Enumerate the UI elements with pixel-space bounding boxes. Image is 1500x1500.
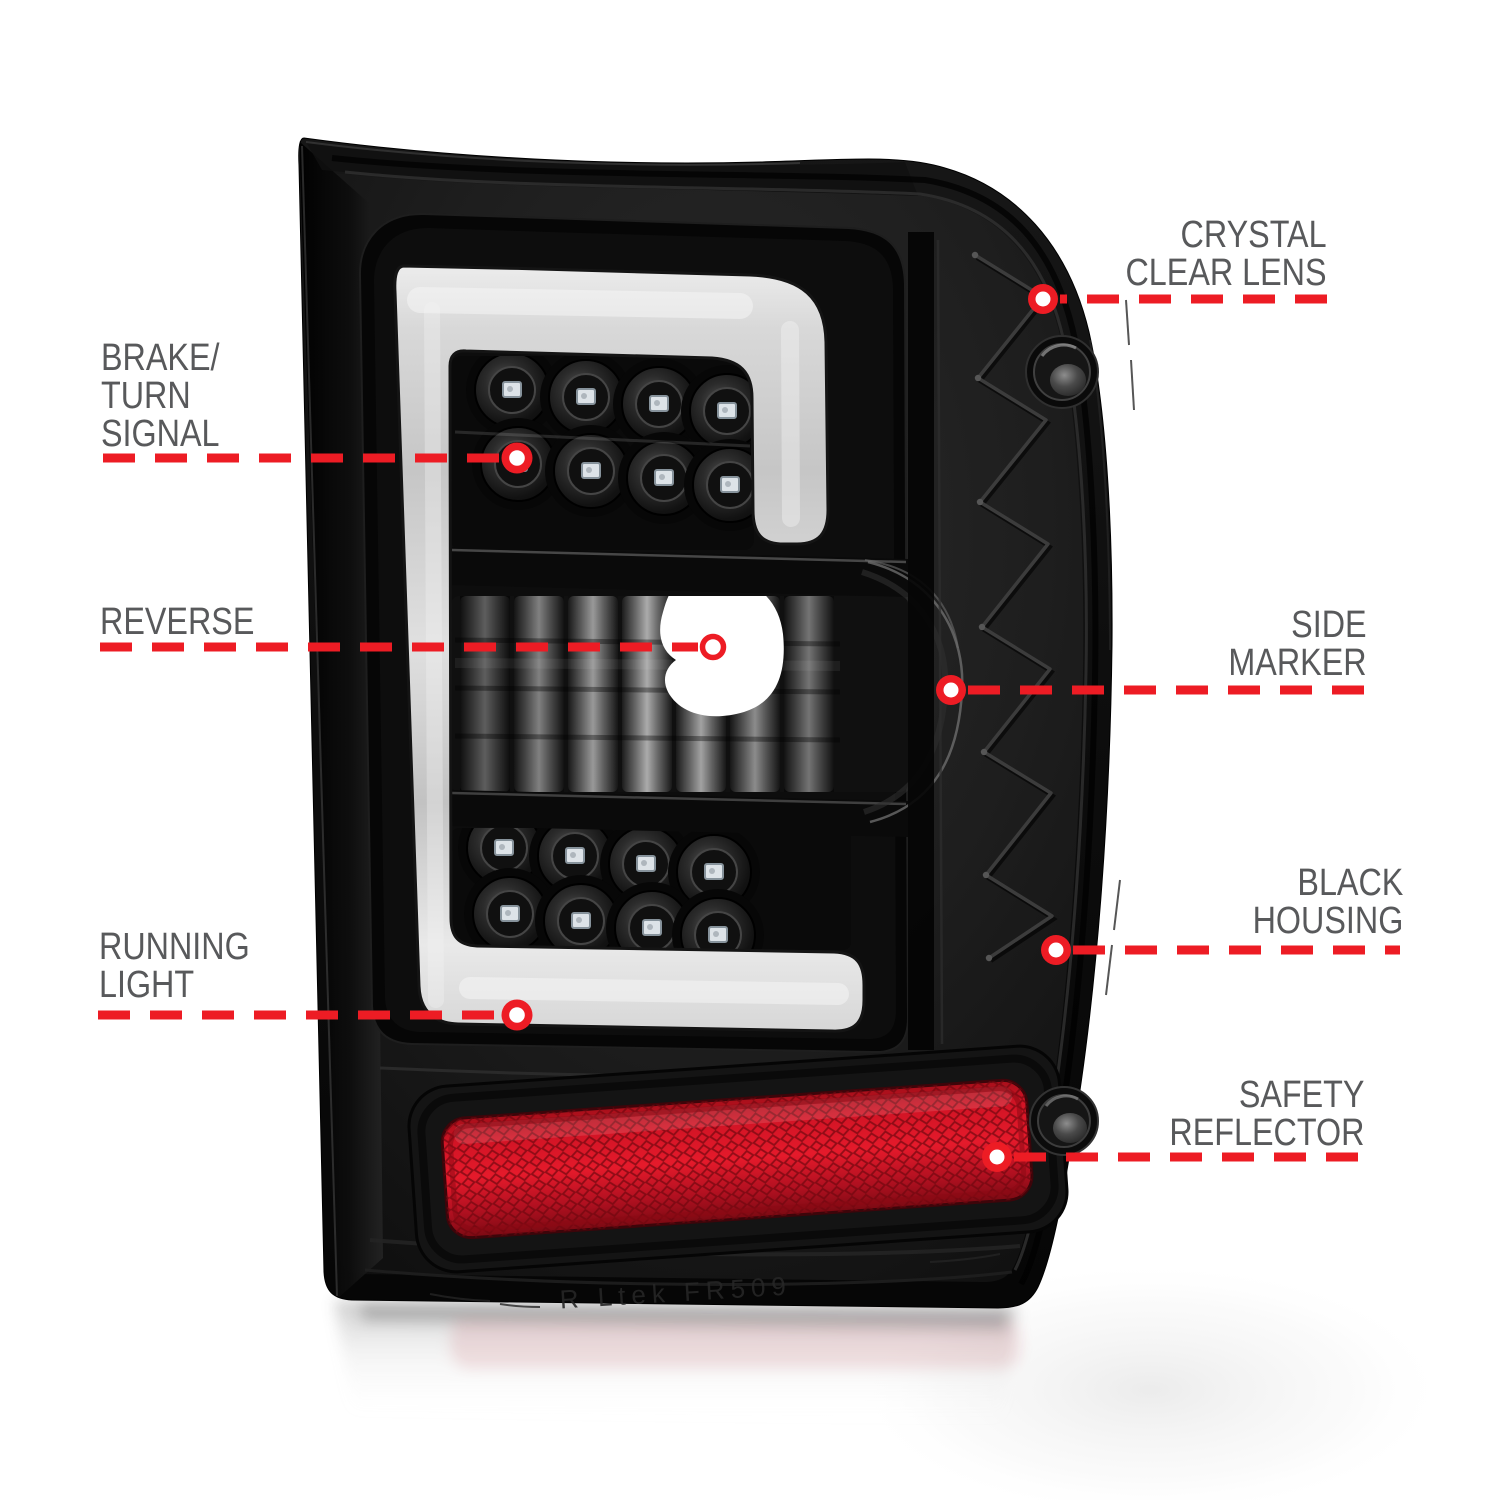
callout-dots [501, 284, 1071, 1172]
callout-dot-brake-turn-signal [501, 442, 533, 474]
reverse-light-section [451, 596, 908, 792]
callout-label-brake-turn-signal: BRAKE/ TURN SIGNAL [101, 339, 219, 453]
tail-light-photo: R Ltek FR509 [298, 137, 1135, 1315]
callout-label-line: BLACK [1297, 862, 1403, 904]
callout-label-crystal-clear-lens: CRYSTAL CLEAR LENS [1126, 216, 1327, 292]
callout-dot-black-housing [1041, 935, 1071, 965]
brake-led-cluster [451, 356, 754, 550]
callout-label-line: CLEAR LENS [1125, 252, 1327, 294]
callout-label-line: REVERSE [100, 601, 255, 643]
housing-top-groove [306, 142, 918, 196]
floor-reflection [334, 1300, 1020, 1424]
callout-label-line: SAFETY [1238, 1074, 1364, 1116]
molded-scratches [429, 1253, 1001, 1308]
callout-label-line: RUNNING [99, 926, 250, 968]
callout-dot-side-marker [936, 675, 966, 705]
callout-label-line: SIGNAL [101, 413, 220, 455]
callout-label-safety-reflector: SAFETY REFLECTOR [1169, 1076, 1364, 1152]
edge-highlight-top [305, 141, 801, 166]
callout-dot-crystal-clear-lens [1028, 284, 1058, 314]
callout-label-line: LIGHT [99, 964, 195, 1006]
callout-lines [98, 294, 1400, 1162]
edge-highlight-left [301, 145, 338, 1297]
callout-dot-safety-reflector [982, 1142, 1012, 1172]
callout-dot-reverse [699, 633, 727, 661]
led-light-bar-tube [393, 264, 866, 1033]
housing-zigzag-texture [971, 251, 1058, 963]
callout-label-line: HOUSING [1252, 900, 1403, 942]
callout-label-line: MARKER [1228, 642, 1367, 684]
callout-label-running-light: RUNNING LIGHT [99, 928, 250, 1004]
callout-label-side-marker: SIDE MARKER [1229, 606, 1367, 682]
groove-highlight [936, 239, 944, 1045]
lens-divider-upper [450, 547, 908, 597]
clear-lens-socket-bottom [1029, 1086, 1099, 1156]
callout-label-line: REFLECTOR [1168, 1112, 1364, 1154]
lens-divider-lower [450, 790, 908, 837]
callout-label-line: TURN [101, 375, 191, 417]
lens-housing-groove [908, 232, 934, 1050]
safety-reflector-lens [440, 1078, 1034, 1240]
callout-label-reverse: REVERSE [100, 603, 254, 641]
callout-label-black-housing: BLACK HOUSING [1252, 864, 1403, 940]
clear-lens-socket-top [1025, 335, 1099, 409]
callout-label-line: CRYSTAL [1180, 214, 1327, 256]
callout-label-line: SIDE [1291, 604, 1367, 646]
edge-stamp-marks [1105, 299, 1135, 996]
callout-label-line: BRAKE/ [101, 337, 220, 379]
lower-led-cluster [451, 828, 851, 950]
callout-dot-running-light [501, 999, 533, 1031]
